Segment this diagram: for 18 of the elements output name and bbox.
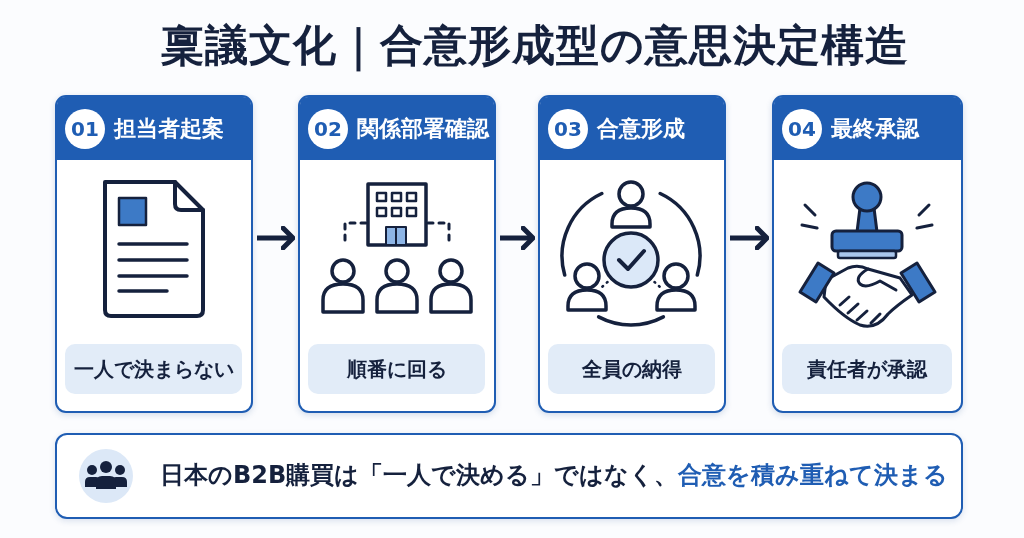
step-card xyxy=(55,95,253,413)
step-card xyxy=(538,95,726,413)
arrow xyxy=(257,225,296,251)
caption-pill: 順番に回る xyxy=(308,344,485,394)
caption-pill: 全員の納得 xyxy=(548,344,715,394)
step-title: 関係部署確認 xyxy=(357,114,489,143)
caption-pill: 責任者が承認 xyxy=(782,344,952,394)
arrow xyxy=(500,225,536,251)
step-title: 合意形成 xyxy=(597,114,685,143)
summary-banner xyxy=(55,433,963,519)
step-card xyxy=(772,95,963,413)
step-title: 最終承認 xyxy=(831,114,919,143)
step-title: 担当者起案 xyxy=(114,114,224,143)
caption-pill: 一人で決まらない xyxy=(65,344,242,394)
title: 稟議文化｜合意形成型の意思決定構造 xyxy=(161,19,909,72)
summary-text: 日本のB2B購買は「一人で決める」ではなく、合意を積み重ねて決まる xyxy=(160,460,949,491)
arrow xyxy=(730,225,770,251)
step-card xyxy=(298,95,496,413)
